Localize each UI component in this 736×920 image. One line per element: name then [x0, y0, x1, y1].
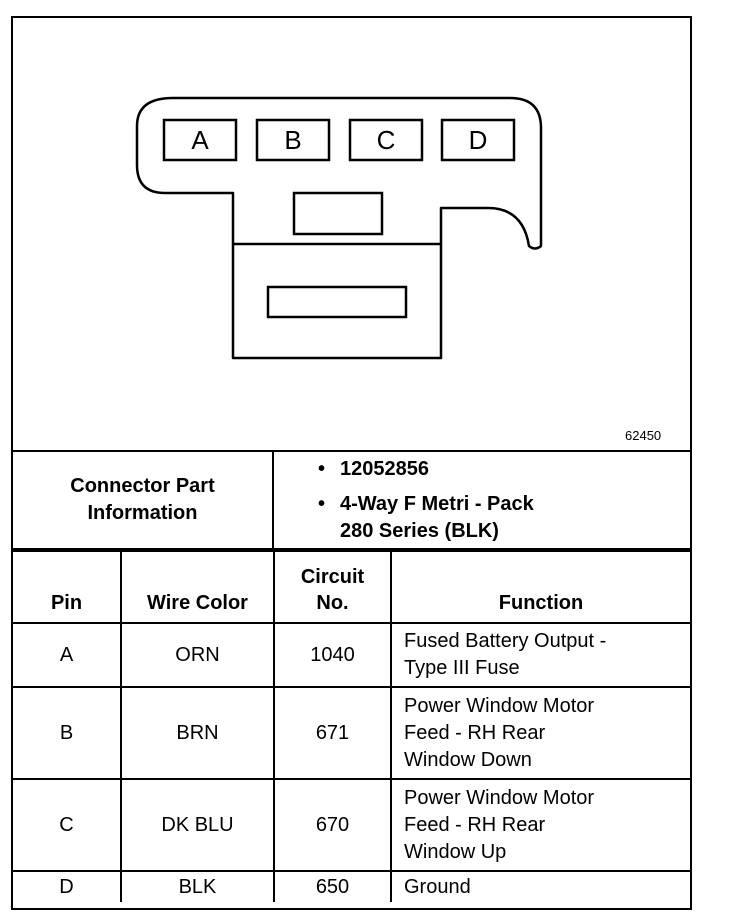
- header-circuit-line1: Circuit: [300, 566, 365, 588]
- function-line: Feed - RH Rear: [404, 813, 546, 836]
- circuit-cell: 670: [273, 778, 392, 872]
- pin-cavity-label: D: [469, 125, 488, 155]
- figure-number: 62450: [625, 428, 662, 443]
- function-line: Window Down: [404, 748, 532, 771]
- function-line: Window Up: [404, 840, 507, 863]
- pin-cavity-box: [162, 118, 238, 162]
- pin-cell: A: [13, 622, 122, 688]
- function-cell: Ground: [390, 870, 690, 902]
- pin-cavity-label: A: [191, 125, 209, 155]
- header-circuit-line2: No.: [316, 592, 349, 614]
- wire-color-cell: ORN: [120, 622, 275, 688]
- pin-cavity-box: [440, 118, 516, 162]
- pin-cavity-label: C: [377, 125, 396, 155]
- connector-description: 4-Way F Metri - Pack 280 Series (BLK): [274, 491, 690, 545]
- connector-description-line2: 280 Series (BLK): [340, 520, 499, 542]
- header-function: Function: [390, 550, 690, 624]
- connector-part-number: 12052856: [274, 456, 690, 483]
- table-row: A ORN 1040 Fused Battery Output - Type II…: [13, 622, 690, 688]
- connector-part-information: Connector Part Information 12052856 4-Wa…: [13, 450, 690, 550]
- pin-cavity-c: C: [348, 118, 424, 162]
- pin-cavity-d: D: [440, 118, 516, 162]
- connector-description-line1: 4-Way F Metri - Pack: [340, 493, 534, 515]
- pin-cavity-b: B: [255, 118, 331, 162]
- pin-cell: B: [13, 686, 122, 780]
- function-line: Power Window Motor: [404, 694, 595, 717]
- pin-cavity-box: [348, 118, 424, 162]
- function-line: Power Window Motor: [404, 786, 595, 809]
- pin-cell: C: [13, 778, 122, 872]
- connector-info-label: Connector Part Information: [13, 452, 274, 548]
- connector-info-list: 12052856 4-Way F Metri - Pack 280 Series …: [274, 452, 690, 552]
- function-cell: Fused Battery Output - Type III Fuse: [390, 622, 690, 688]
- header-pin: Pin: [13, 550, 122, 624]
- table-row: D BLK 650 Ground: [13, 870, 690, 902]
- connector-info-label-line2: Information: [87, 502, 198, 524]
- function-line: Ground: [404, 875, 471, 898]
- wire-color-cell: BLK: [120, 870, 275, 902]
- function-line: Fused Battery Output -: [404, 630, 607, 652]
- connector-info-label-line1: Connector Part: [70, 475, 215, 497]
- function-line: Type III Fuse: [404, 657, 520, 679]
- pin-cavities: A B C D: [162, 118, 516, 162]
- connector-housing-outline: [135, 96, 543, 360]
- wire-color-cell: DK BLU: [120, 778, 275, 872]
- connector-drawing: A B C D: [135, 96, 543, 360]
- circuit-cell: 650: [273, 870, 392, 902]
- header-wire-color: Wire Color: [120, 550, 275, 624]
- pin-cell: D: [13, 870, 122, 902]
- pin-cavity-a: A: [162, 118, 238, 162]
- circuit-cell: 671: [273, 686, 392, 780]
- pin-cavity-box: [255, 118, 331, 162]
- wire-color-cell: BRN: [120, 686, 275, 780]
- connector-latch-tab: [292, 191, 384, 236]
- function-line: Feed - RH Rear: [404, 721, 546, 744]
- pin-cavity-label: B: [284, 125, 301, 155]
- connector-lock-slot: [266, 285, 408, 319]
- circuit-cell: 1040: [273, 622, 392, 688]
- connector-figure: A B C D 62450: [13, 18, 690, 450]
